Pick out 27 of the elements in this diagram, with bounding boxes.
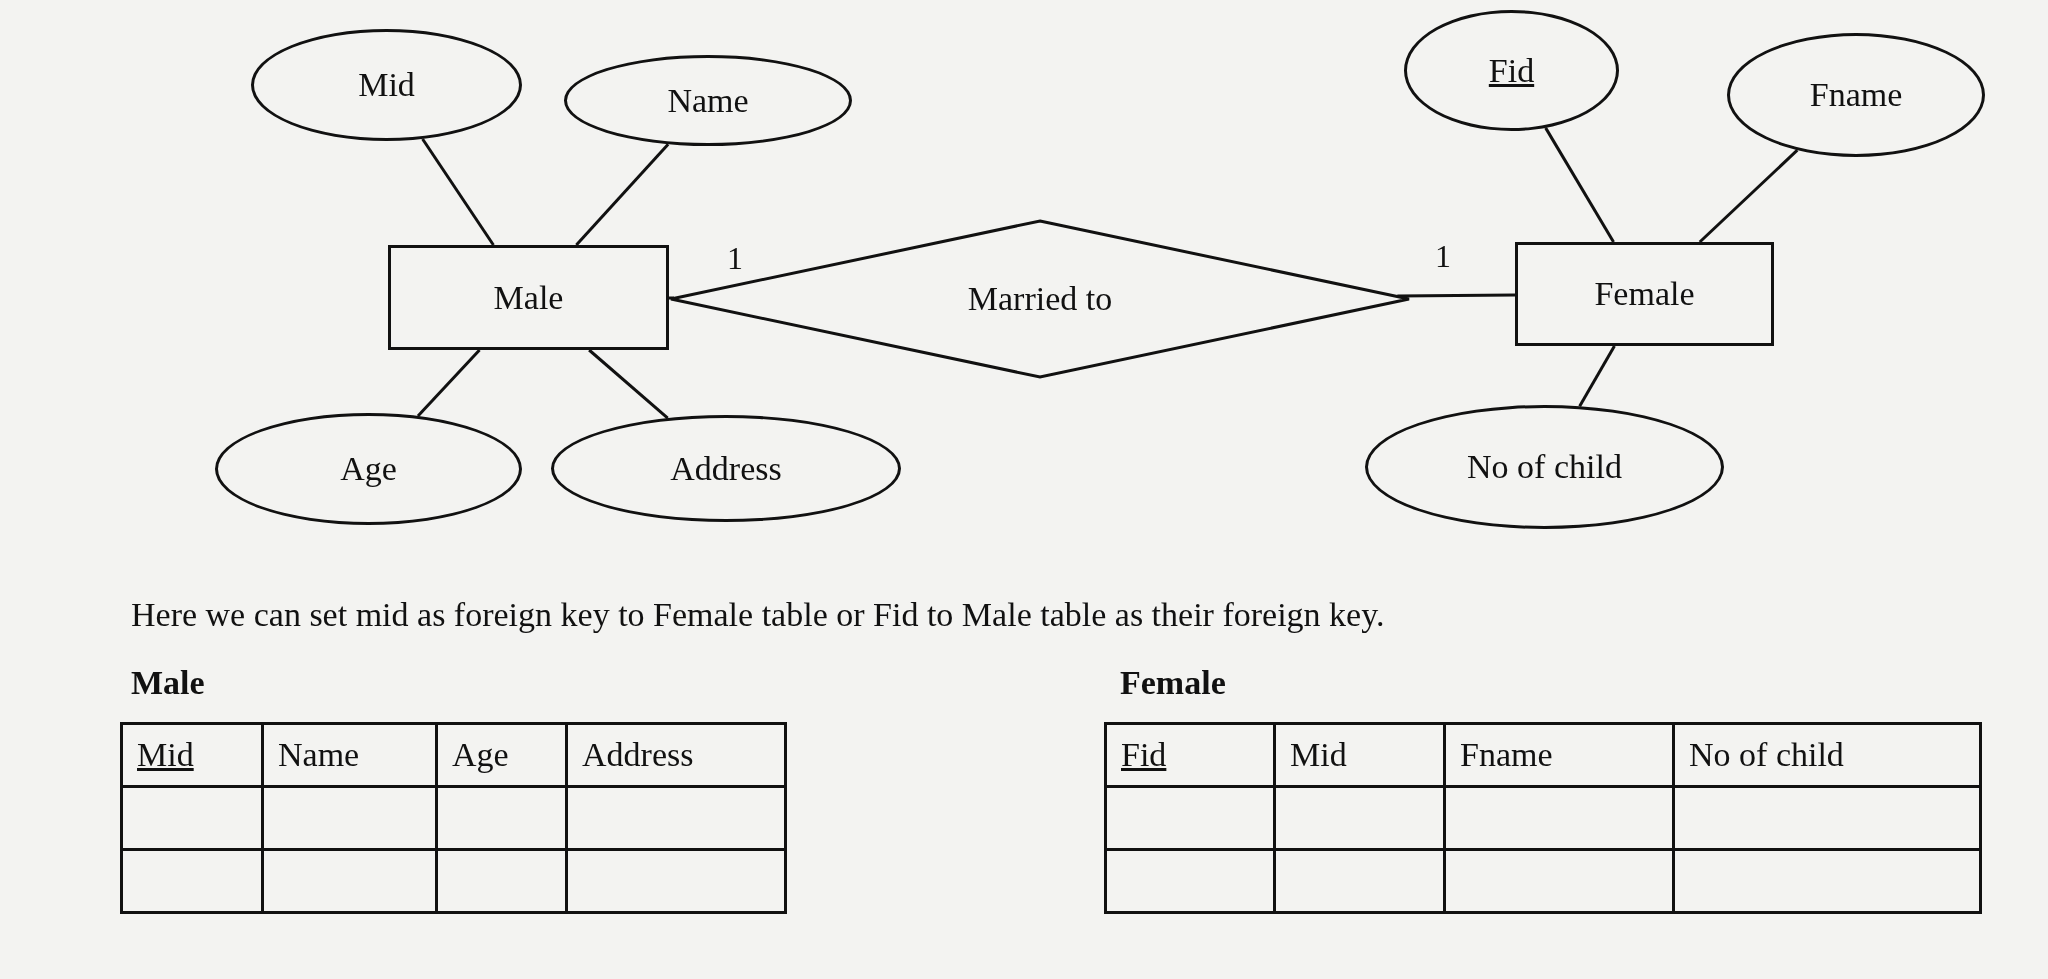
column-header: Mid	[121, 723, 263, 787]
column-header: Age	[436, 723, 567, 787]
entity-box	[388, 245, 669, 350]
attribute-name: Address	[670, 449, 782, 488]
relationship-name: Married to	[967, 280, 1113, 318]
relationship-diamond	[669, 219, 1411, 379]
connector-line	[1397, 293, 1515, 298]
note-text: Here we can set mid as foreign key to Female table or Fid to Male table as their foreign key.	[131, 596, 1385, 634]
connector-line	[1578, 345, 1616, 407]
connector-line	[1698, 149, 1799, 244]
column-header: Name	[262, 723, 437, 787]
column-header: Fid	[1105, 723, 1275, 787]
entity-name: Male	[493, 278, 564, 317]
attribute-name: No of child	[1467, 448, 1622, 486]
attribute-name: Fname	[1809, 76, 1903, 114]
table-title: Female	[1120, 664, 1226, 702]
attribute-name: Fid	[1488, 51, 1535, 90]
entity-box	[1515, 242, 1774, 346]
entity-name: Female	[1594, 275, 1695, 313]
table-title: Male	[131, 664, 205, 702]
column-header: Fname	[1444, 723, 1674, 787]
attribute-name: Age	[340, 450, 397, 488]
column-header: Mid	[1274, 723, 1445, 787]
attribute-name: Mid	[358, 66, 415, 104]
column-header: No of child	[1673, 723, 1981, 787]
attribute-name: Name	[667, 81, 749, 120]
column-header: Address	[566, 723, 786, 787]
